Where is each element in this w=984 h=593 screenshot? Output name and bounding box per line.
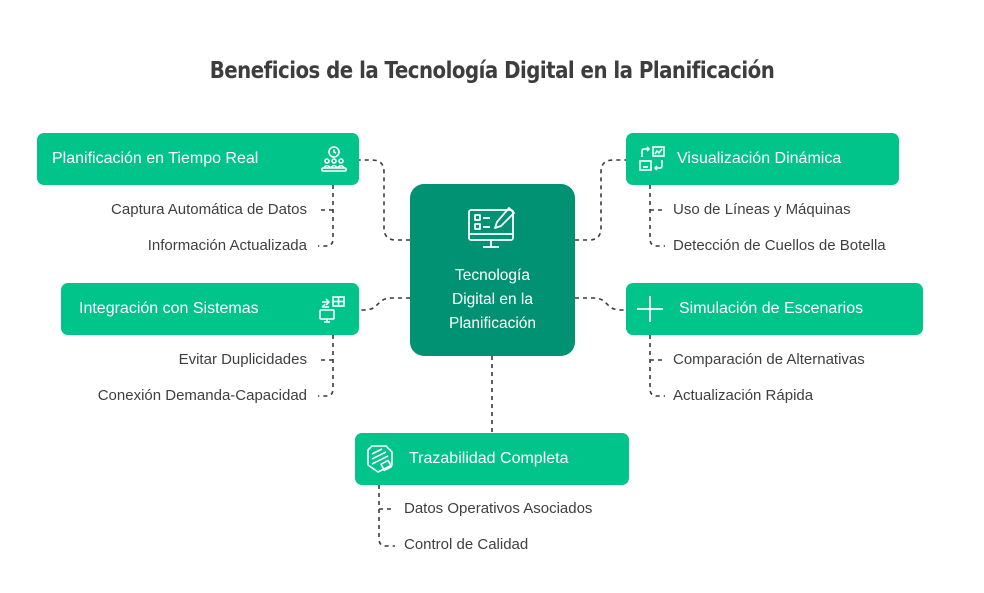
simulacion-item-1: Comparación de Alternativas [673,351,865,368]
connector-integracion-items [318,335,334,397]
visualizacion-item-1: Uso de Líneas y Máquinas [673,201,851,218]
node-tiempo-real-label: Planificación en Tiempo Real [52,150,259,167]
connector-tiempo-real [359,159,410,241]
node-simulacion: Simulación de Escenarios [626,283,923,335]
central-node-label: Tecnología Digital en la Planificación [448,267,537,332]
connector-tiempo-real-items [318,185,334,247]
integracion-item-2: Conexión Demanda-Capacidad [97,387,307,404]
node-tiempo-real: Planificación en Tiempo Real [37,133,359,185]
plus-icon [637,296,663,322]
connector-simulacion [575,297,626,311]
monitor-checklist-pen-icon [468,207,515,248]
connector-trazabilidad-items [378,485,395,547]
system-integration-icon [319,296,345,323]
connector-simulacion-items [649,335,665,397]
node-visualizacion-label: Visualización Dinámica [677,150,842,167]
people-clock-icon [321,146,347,172]
node-integracion-label: Integración con Sistemas [79,300,259,317]
node-trazabilidad-label: Trazabilidad Completa [409,450,569,467]
central-node: Tecnología Digital en la Planificación [410,184,575,356]
node-integracion: Integración con Sistemas [61,283,359,335]
node-simulacion-label: Simulación de Escenarios [679,300,864,317]
trazabilidad-item-2: Control de Calidad [404,536,529,553]
node-trazabilidad: Trazabilidad Completa [355,433,629,485]
document-tag-icon [367,445,393,473]
connector-visualizacion-items [649,185,665,247]
diagram-title: Beneficios de la Tecnología Digital en l… [209,58,775,84]
visualizacion-item-2: Detección de Cuellos de Botella [673,237,886,254]
simulacion-item-2: Actualización Rápida [673,387,814,404]
tiempo-real-item-1: Captura Automática de Datos [111,201,307,218]
trazabilidad-item-1: Datos Operativos Asociados [404,500,593,517]
connector-integracion [359,297,410,311]
dashboard-arrows-icon [639,146,665,171]
integracion-item-1: Evitar Duplicidades [178,351,307,368]
tiempo-real-item-2: Información Actualizada [147,237,307,254]
connector-visualizacion [575,159,626,241]
node-visualizacion: Visualización Dinámica [626,133,899,185]
